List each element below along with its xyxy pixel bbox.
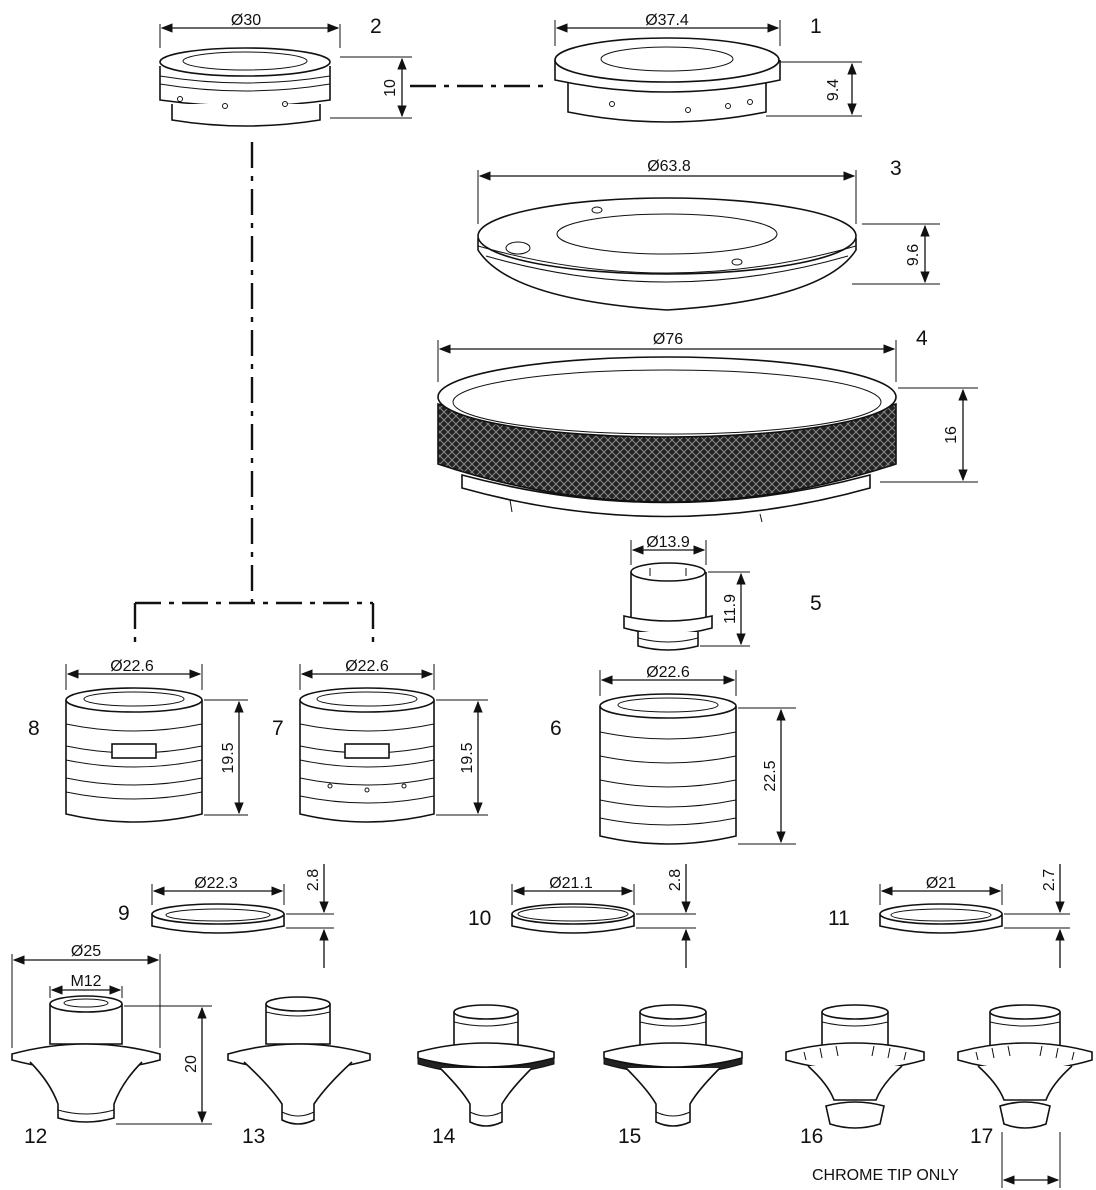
part-2-ring <box>159 23 412 127</box>
part-13-nozzle <box>227 996 371 1125</box>
part-label-9: 9 <box>118 902 130 925</box>
part-3-flange <box>477 170 940 311</box>
part-label-7: 7 <box>272 717 284 740</box>
part-9-washer <box>151 864 334 968</box>
dim-height-12: 20 <box>183 1055 200 1073</box>
chrome-tip-note: CHROME TIP ONLY <box>812 1167 959 1184</box>
part-label-16: 16 <box>800 1125 823 1148</box>
part-10-washer <box>511 864 696 968</box>
dim-dia-1: Ø37.4 <box>645 12 689 29</box>
dim-dia-3: Ø63.8 <box>647 158 691 175</box>
dim-height-5: 11.9 <box>722 594 739 624</box>
dim-height-8: 19.5 <box>220 742 237 773</box>
dim-height-2: 10 <box>382 79 399 97</box>
part-6-cartridge <box>599 670 796 845</box>
dim-dia-8: Ø22.6 <box>110 658 154 675</box>
dim-dia-2: Ø30 <box>231 12 261 29</box>
part-label-3: 3 <box>890 157 902 180</box>
part-5-sleeve <box>623 540 750 651</box>
part-label-10: 10 <box>468 907 491 930</box>
dim-height-1: 9.4 <box>825 79 842 101</box>
part-label-1: 1 <box>810 15 822 38</box>
dim-height-7: 19.5 <box>459 742 476 773</box>
part-label-15: 15 <box>618 1125 641 1148</box>
part-label-5: 5 <box>810 592 822 615</box>
dim-dia-5: Ø13.9 <box>646 534 690 551</box>
assembly-linkage <box>133 84 545 645</box>
dim-dia-12: Ø25 <box>71 943 101 960</box>
part-label-6: 6 <box>550 717 562 740</box>
part-7-cartridge <box>299 664 488 823</box>
dim-dia-10: Ø21.1 <box>549 875 593 892</box>
dim-height-9: 2.8 <box>305 869 322 891</box>
part-14-nozzle <box>417 1004 555 1127</box>
dim-dia-11: Ø21 <box>926 875 956 892</box>
part-1-ring <box>554 20 862 123</box>
dim-dia-9: Ø22.3 <box>194 875 238 892</box>
part-label-8: 8 <box>28 717 40 740</box>
dim-thread-12: M12 <box>70 973 101 990</box>
part-16-nozzle <box>785 1004 925 1129</box>
part-label-14: 14 <box>432 1125 456 1148</box>
dim-dia-7: Ø22.6 <box>345 658 389 675</box>
dim-dia-4: Ø76 <box>653 331 683 348</box>
part-label-4: 4 <box>916 327 928 350</box>
part-12-nozzle <box>11 954 212 1125</box>
dim-height-11: 2.7 <box>1041 869 1058 891</box>
dim-height-3: 9.6 <box>905 244 922 266</box>
dim-height-10: 2.8 <box>667 869 684 891</box>
dim-height-4: 16 <box>943 426 960 444</box>
part-label-13: 13 <box>242 1125 265 1148</box>
part-11-washer <box>879 864 1070 968</box>
dim-dia-6: Ø22.6 <box>646 664 690 681</box>
part-label-17: 17 <box>970 1125 993 1148</box>
part-4-knurled-cap <box>437 340 978 523</box>
dim-height-6: 22.5 <box>762 760 779 791</box>
part-label-2: 2 <box>370 15 382 38</box>
part-15-nozzle <box>603 1004 743 1127</box>
part-8-cartridge <box>65 664 248 823</box>
part-label-11: 11 <box>828 907 850 930</box>
part-label-12: 12 <box>24 1125 47 1148</box>
part-17-nozzle <box>957 1004 1093 1188</box>
